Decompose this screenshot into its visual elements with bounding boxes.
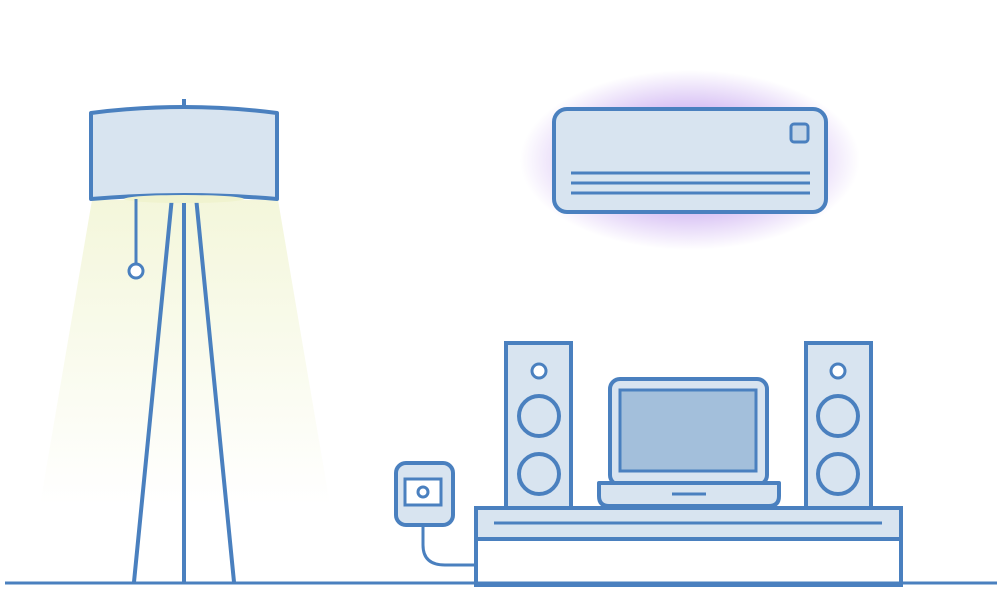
lamp-bulb-glow <box>124 195 244 203</box>
air-conditioner[interactable] <box>520 70 860 250</box>
ac-body <box>552 107 828 214</box>
stand-legs-frame <box>474 535 903 587</box>
speaker-tweeter <box>530 362 548 380</box>
speaker-woofer-top <box>517 394 561 438</box>
ac-vents <box>571 171 810 195</box>
speaker-woofer-top <box>816 394 860 438</box>
lamp-pull-switch[interactable] <box>127 262 145 280</box>
socket-plug-icon <box>416 485 430 499</box>
lamp-shade <box>89 105 279 201</box>
floor-lamp[interactable] <box>40 99 330 584</box>
ac-indicator-icon <box>789 122 810 144</box>
speaker-left[interactable] <box>504 341 573 510</box>
tv-stand <box>474 506 903 587</box>
speaker-woofer-bottom <box>517 452 561 496</box>
laptop[interactable] <box>597 377 781 508</box>
speaker-woofer-bottom <box>816 452 860 496</box>
wall-socket[interactable] <box>394 461 455 527</box>
speaker-tweeter <box>829 362 847 380</box>
speaker-right[interactable] <box>804 341 873 510</box>
lamp-tripod <box>132 195 236 584</box>
laptop-screen <box>618 388 758 473</box>
